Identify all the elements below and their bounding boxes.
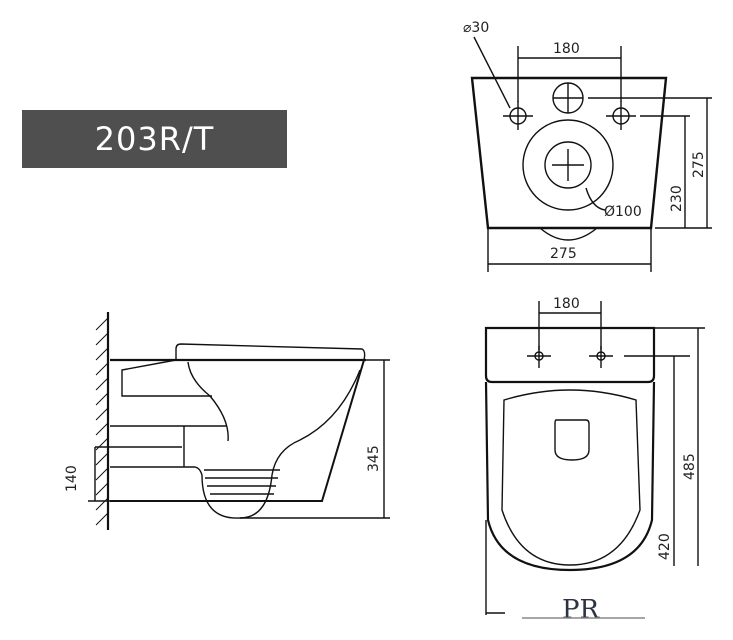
total-length-label: 485 xyxy=(682,453,698,480)
side-height-label: 345 xyxy=(366,445,382,472)
outlet-height-label: 230 xyxy=(669,185,685,212)
bowl-length-label: 420 xyxy=(657,533,673,560)
logo-text: PR xyxy=(562,595,600,625)
rear-hole-spacing-label: 180 xyxy=(553,41,580,57)
rear-width-label: 275 xyxy=(550,246,577,262)
rear-hole-diameter-label: ⌀30 xyxy=(463,20,489,36)
fixing-height-label: 140 xyxy=(64,465,80,492)
top-view xyxy=(484,301,705,615)
rear-view xyxy=(470,36,712,272)
top-hole-spacing-label: 180 xyxy=(553,296,580,312)
model-badge: 203R/T xyxy=(22,110,287,168)
model-label: 203R/T xyxy=(94,120,215,158)
total-height-label: 275 xyxy=(691,151,707,178)
brand-logo: PR xyxy=(522,595,645,625)
outlet-diameter-label: Ø100 xyxy=(604,204,642,220)
side-view xyxy=(88,312,390,530)
